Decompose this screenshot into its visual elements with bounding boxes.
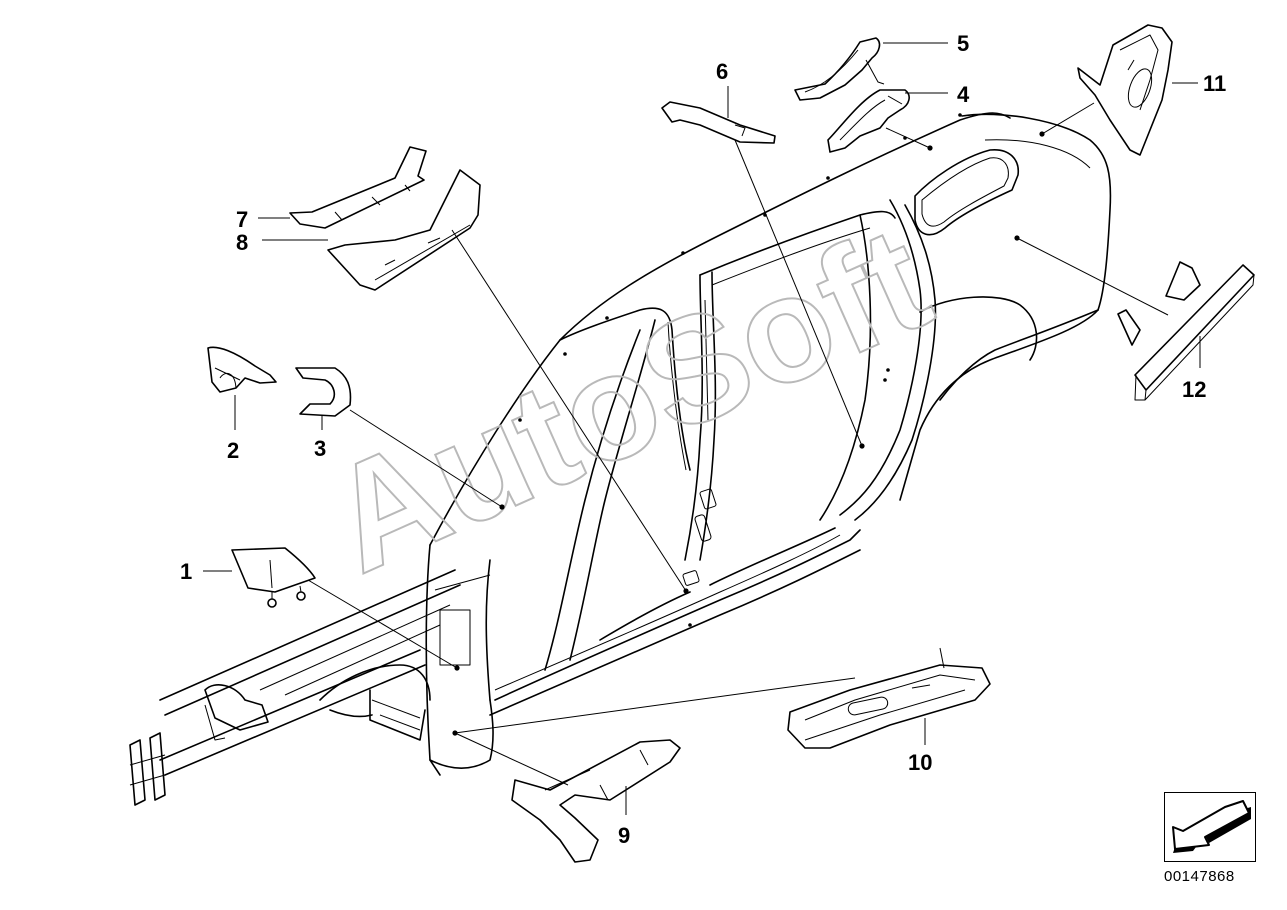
callouts: 1 2 3 4 5 6 7 8 9 10 11 12	[180, 31, 1226, 848]
part-5-bracket	[794, 37, 885, 101]
leader-dots	[452, 131, 1045, 736]
callout-5[interactable]: 5	[957, 31, 969, 56]
back-navigation-button[interactable]	[1164, 792, 1256, 862]
part-12-crossmember	[1117, 261, 1255, 401]
callout-6[interactable]: 6	[716, 59, 728, 84]
part-4-reinforcement	[827, 89, 910, 153]
part-10-tray	[787, 647, 991, 749]
callout-7[interactable]: 7	[236, 207, 248, 232]
part-6-strip	[661, 101, 776, 144]
part-9-bracket	[511, 739, 681, 863]
callout-12[interactable]: 12	[1182, 377, 1206, 402]
body-side-frame	[129, 112, 1112, 806]
part-1-gusset	[231, 547, 316, 608]
callout-10[interactable]: 10	[908, 750, 932, 775]
part-3-bracket	[295, 367, 352, 417]
callout-9[interactable]: 9	[618, 823, 630, 848]
arrow-back-icon	[1172, 800, 1251, 853]
leader-lines	[203, 42, 1201, 815]
callout-3[interactable]: 3	[314, 436, 326, 461]
catalog-number: 00147868	[1164, 868, 1235, 885]
callout-1[interactable]: 1	[180, 559, 192, 584]
callout-11[interactable]: 11	[1203, 71, 1226, 96]
part-2-bracket	[207, 346, 277, 393]
part-7-panel	[289, 146, 427, 229]
callout-4[interactable]: 4	[957, 82, 970, 107]
part-11-bracket	[1077, 24, 1173, 156]
callout-8[interactable]: 8	[236, 230, 248, 255]
callout-2[interactable]: 2	[227, 438, 239, 463]
